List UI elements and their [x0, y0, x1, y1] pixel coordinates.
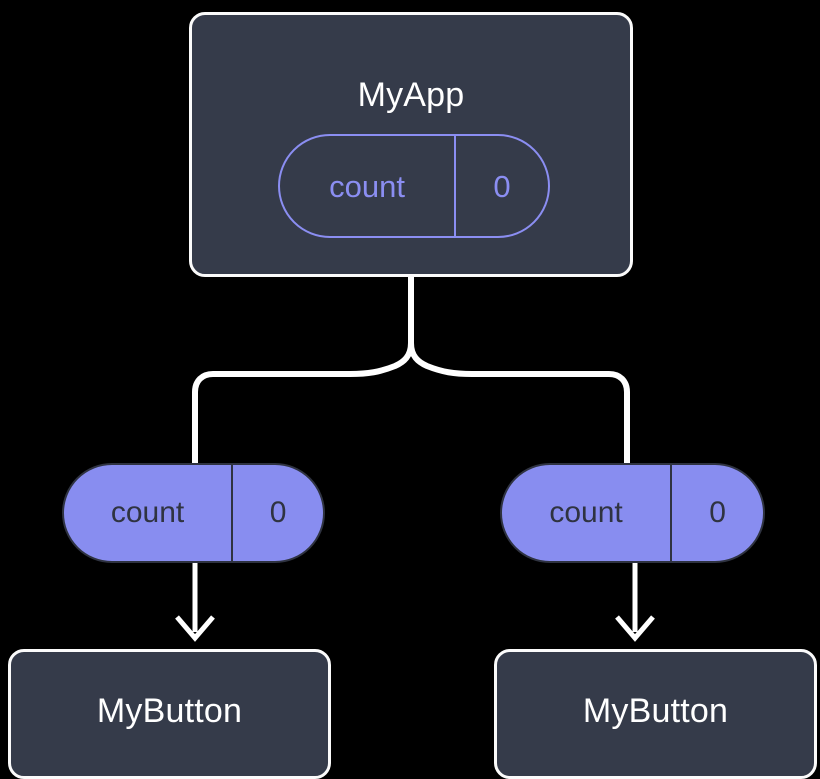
arrow-head-right — [615, 615, 655, 642]
component-title-myapp: MyApp — [357, 76, 465, 114]
component-title-mybutton: MyButton — [96, 692, 243, 730]
branch-connector-path-right — [408, 340, 630, 466]
arrow-head-left — [175, 615, 215, 642]
signal-pill-name: count — [549, 496, 623, 529]
signal-pill-value: 0 — [231, 465, 323, 561]
branch-connector-path — [192, 274, 414, 466]
signal-pill-right-count[interactable]: count 0 — [500, 463, 765, 563]
component-box-mybutton-right[interactable]: MyButton — [494, 649, 817, 779]
component-box-myapp[interactable]: MyApp count 0 — [189, 12, 633, 277]
signal-pill-value: 0 — [454, 136, 548, 236]
component-box-mybutton-left[interactable]: MyButton — [8, 649, 331, 779]
signal-pill-left-count[interactable]: count 0 — [62, 463, 325, 563]
signal-pill-name: count — [329, 168, 405, 204]
component-title-mybutton: MyButton — [582, 692, 729, 730]
signal-pill-value: 0 — [670, 465, 763, 561]
signal-pill-myapp-count[interactable]: count 0 — [278, 134, 550, 238]
signal-pill-name: count — [110, 496, 185, 529]
